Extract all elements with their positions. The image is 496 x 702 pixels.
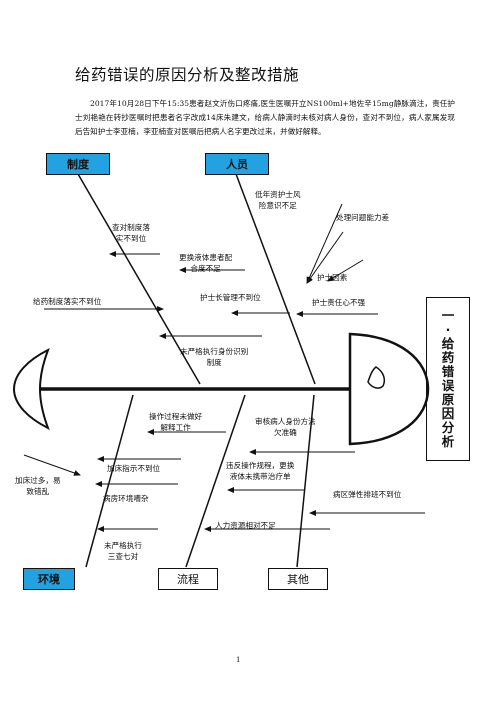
cause-label: 加床指示不到位 — [107, 464, 161, 473]
side-title-char: 给 — [441, 336, 455, 351]
fish-tail — [12, 347, 50, 431]
fish-eye — [367, 366, 386, 389]
arrow-c7b — [306, 231, 344, 284]
arrow-c8 — [327, 259, 364, 282]
side-title-box: 一 · 给 药 错 误 原 因 分 析 — [426, 297, 470, 461]
cause-label: 人力资源相对不足 — [215, 521, 276, 530]
incident-paragraph: 2017年10月28日下午15:35患者赵文沂伤口疼痛,医生医嘱开立NS100m… — [75, 99, 455, 137]
bone-qita — [296, 394, 315, 568]
side-title-char: 误 — [441, 378, 455, 393]
cause-label: 低年资护士风 险意识不足 — [255, 190, 301, 210]
side-title-char: 药 — [441, 350, 455, 365]
side-title-char: · — [445, 322, 451, 337]
arrow-c13 — [23, 454, 81, 476]
category-zhidu: 制度 — [46, 153, 110, 175]
bone-zhidu — [77, 173, 201, 385]
category-huanjing: 环境 — [23, 568, 75, 590]
cause-label: 更换液体患者配 合度不足 — [179, 253, 233, 273]
arrow-c7 — [306, 203, 343, 284]
cause-label: 病房环境嘈杂 — [103, 494, 149, 503]
cause-label: 护士长管理不到位 — [200, 293, 261, 302]
category-liucheng: 流程 — [158, 568, 218, 590]
bone-liucheng — [185, 394, 246, 568]
page-title: 给药错误的原因分析及整改措施 — [75, 66, 300, 84]
category-renyuan: 人员 — [205, 153, 269, 175]
cause-label: 加床过多，易 致错乱 — [15, 476, 61, 496]
bone-huanjing — [85, 394, 134, 568]
cause-label: 违反操作规程，更换 液体未携带治疗单 — [226, 461, 295, 481]
side-title-char: 因 — [441, 406, 455, 421]
cause-label: 操作过程未做好 解释工作 — [149, 412, 203, 432]
page-number: 1 — [236, 656, 241, 664]
cause-label: 查对制度落 实不到位 — [112, 223, 150, 243]
side-title-char: 原 — [441, 392, 455, 407]
side-title-char: 一 — [441, 308, 455, 323]
bone-renyuan — [235, 173, 316, 385]
cause-label: 审核病人身份方法 欠准确 — [255, 417, 316, 437]
cause-label: 未严格执行身份识别 制度 — [180, 347, 249, 367]
cause-label: 护士责任心不强 — [312, 298, 366, 307]
side-title-char: 错 — [441, 364, 455, 379]
cause-label: 处理问题能力差 — [336, 213, 390, 222]
fish-head — [348, 332, 430, 446]
cause-label: 未严格执行 三查七对 — [104, 541, 142, 561]
cause-label: 病区弹性排班不到位 — [333, 490, 402, 499]
cause-label: 护士因素 — [317, 273, 348, 282]
side-title-char: 分 — [441, 420, 455, 435]
category-qita: 其他 — [268, 568, 328, 590]
cause-label: 给药制度落实不到位 — [33, 297, 102, 306]
side-title-char: 析 — [441, 434, 455, 449]
